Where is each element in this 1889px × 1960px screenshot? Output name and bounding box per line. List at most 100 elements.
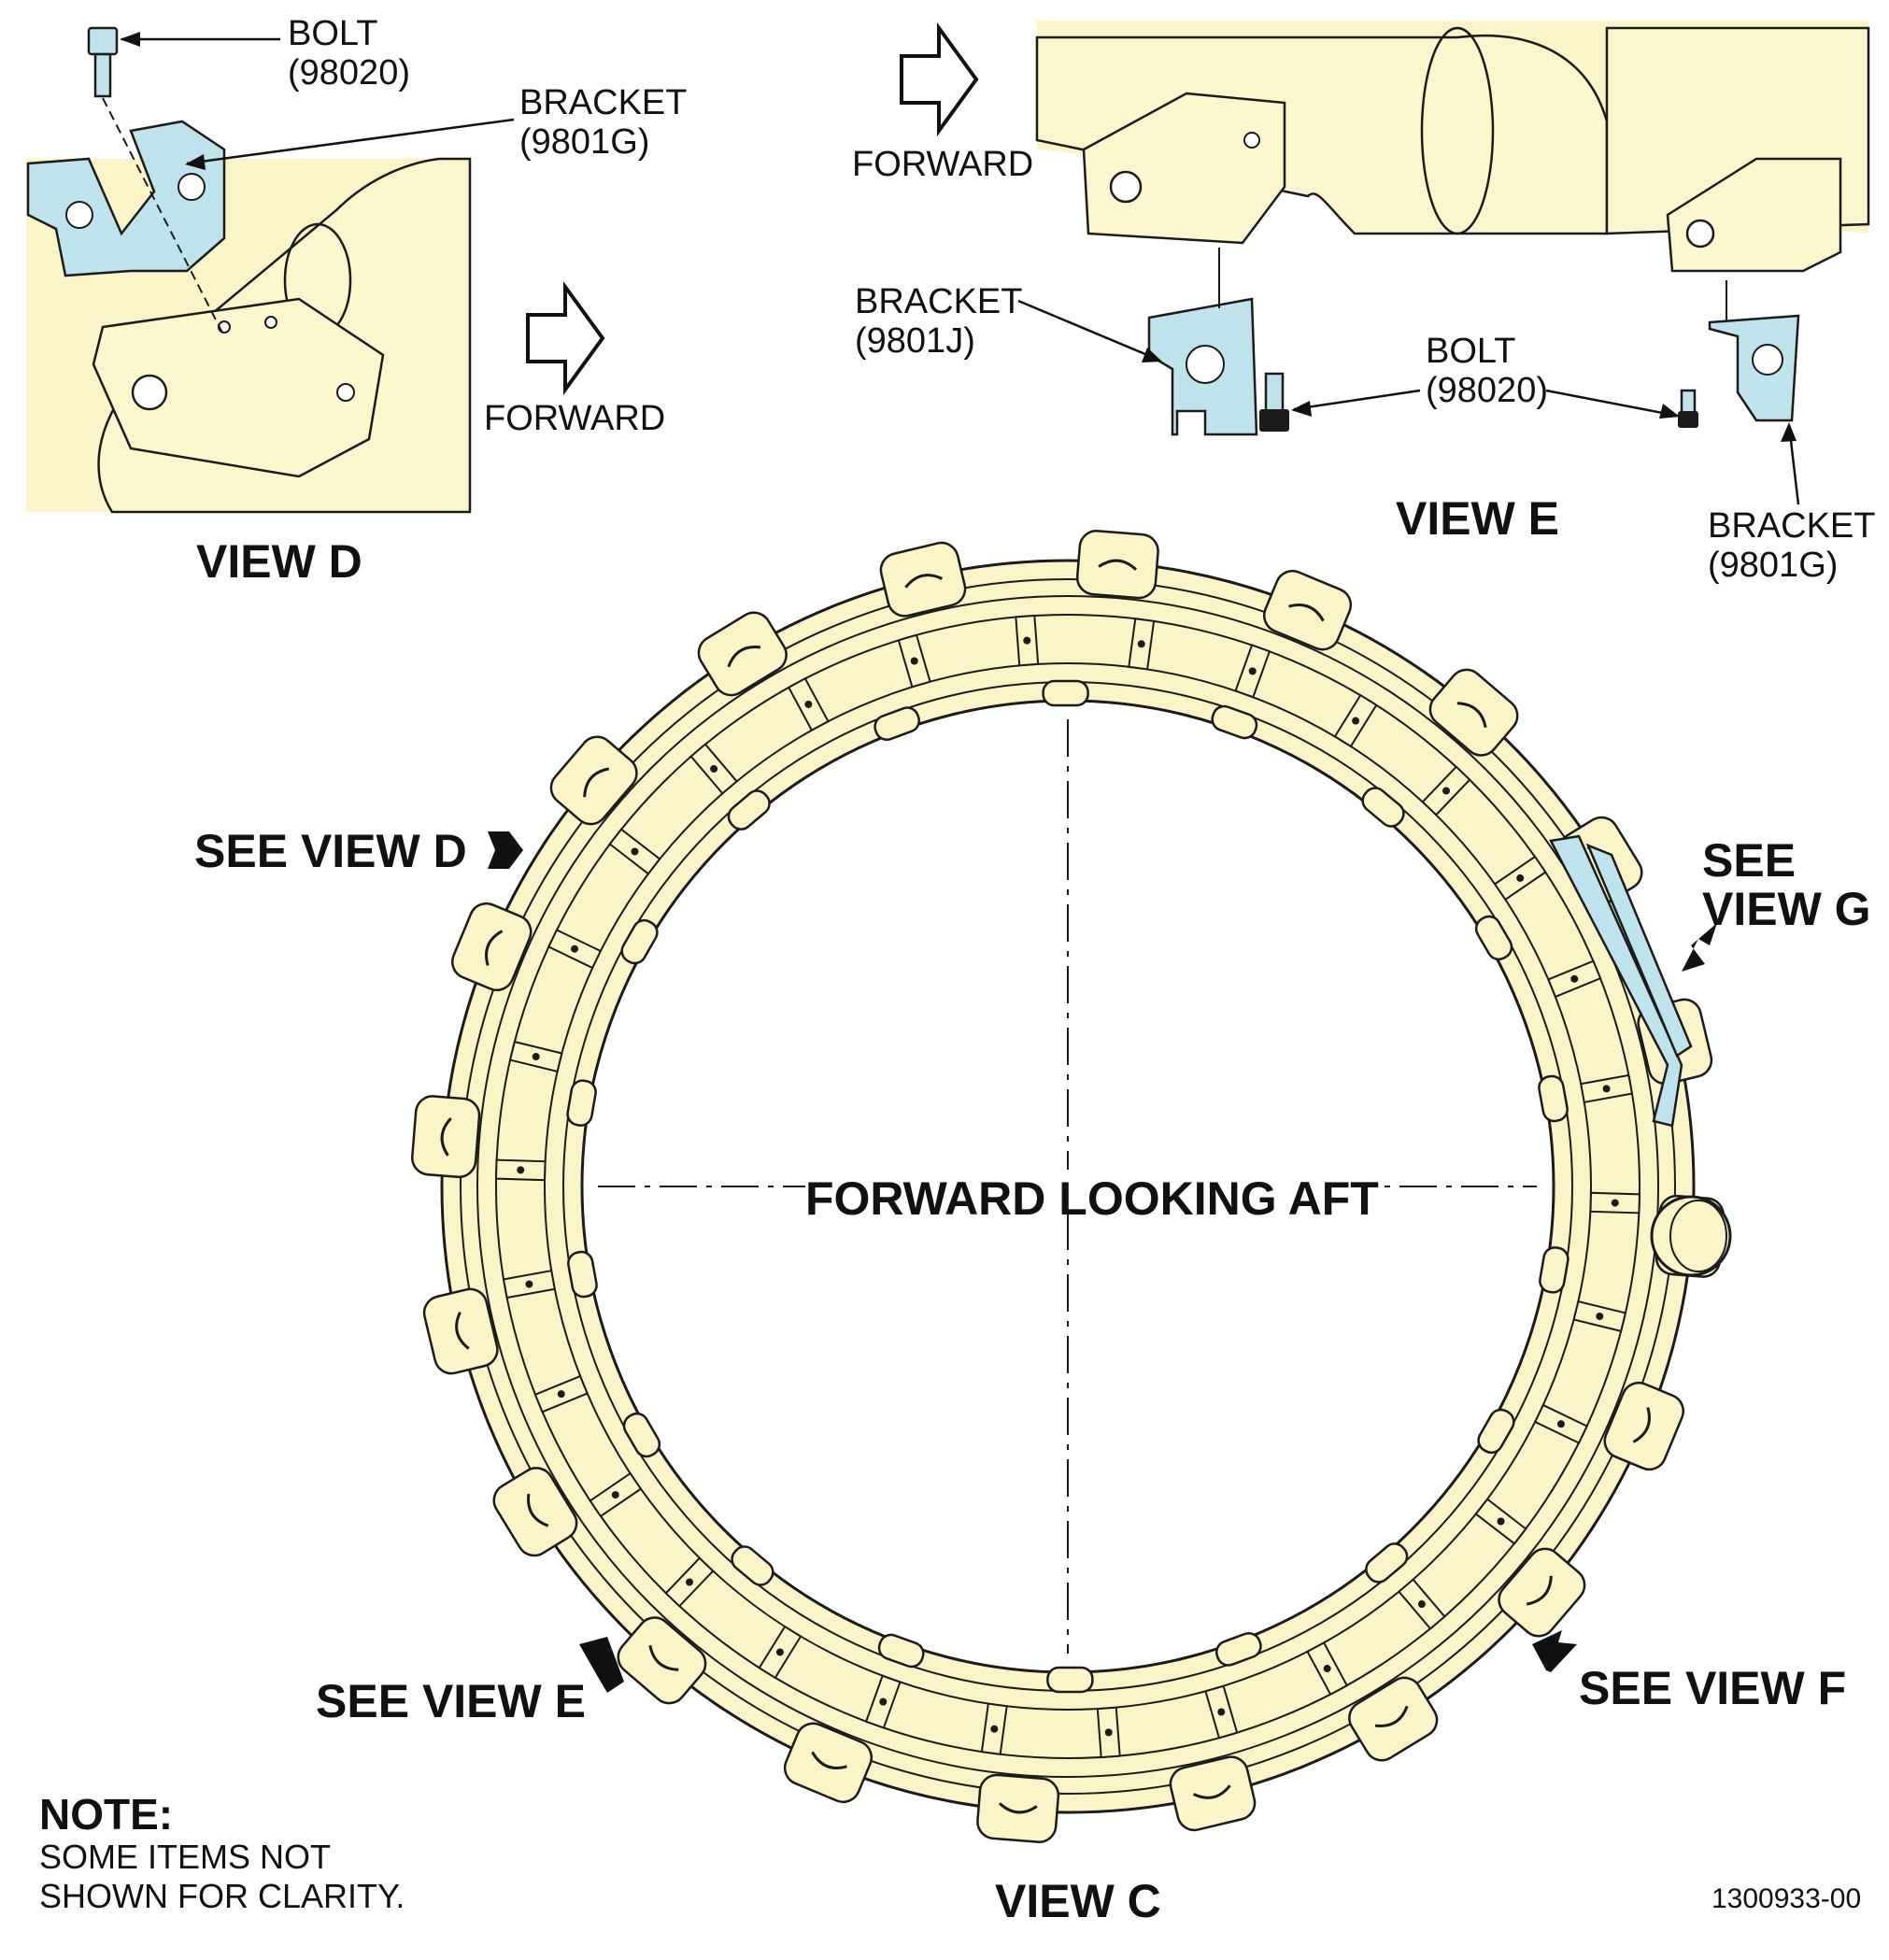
- ring-clamp-slot: [648, 1644, 679, 1671]
- view-e-detail: FORWARD BRACKET (9801J) BOLT (98020) BRA…: [852, 21, 1875, 585]
- ring-inner-loop: [1365, 1542, 1409, 1584]
- ring-clamp-slot: [1526, 1575, 1553, 1606]
- view-e-bolt-part-number: (98020): [1426, 371, 1548, 410]
- ring-bracket-fastener: [1596, 1312, 1604, 1320]
- ring-bracket-fastener: [517, 1166, 525, 1174]
- ring-rib: [495, 614, 1640, 1759]
- view-e-bracket-g-part-number: (9801G): [1708, 546, 1838, 585]
- ring-clamp: [450, 902, 533, 992]
- view-e-bracket-j-leader: [1017, 299, 1159, 362]
- ring-inner-loop: [1361, 787, 1405, 828]
- ring-inner-loop: [1539, 1246, 1569, 1294]
- ring-clamp-slot: [1374, 1705, 1409, 1727]
- ring-clamp-slot: [1192, 1784, 1231, 1799]
- ring-clamp: [879, 541, 967, 618]
- see-view-f-callout: SEE VIEW F: [1579, 1662, 1846, 1714]
- see-view-g-callout-line2: VIEW G: [1702, 883, 1871, 935]
- ring-clamp-slot: [904, 574, 944, 589]
- ring-clamp: [1428, 668, 1519, 757]
- ring-rib: [460, 578, 1676, 1795]
- view-e-fixed-bracket-left: [1082, 92, 1286, 245]
- view-d-forward-label: FORWARD: [484, 399, 665, 438]
- ring-bracket-fastener: [910, 657, 918, 665]
- ring-inner-loop: [1477, 1408, 1515, 1455]
- view-e-bolt-98020-left: [1264, 372, 1285, 413]
- ring-inner-loop: [727, 789, 771, 831]
- view-d-bracket-arrowhead: [185, 154, 206, 170]
- ring-bracket-fastener: [1137, 640, 1145, 648]
- ring-inner-loop: [622, 1412, 661, 1458]
- view-e-bolt-leader-left: [1293, 389, 1421, 411]
- ring-inner-loop: [567, 1250, 598, 1299]
- ring-clamp-slot: [1098, 559, 1138, 571]
- ring-bracket-fastener: [1323, 1665, 1331, 1673]
- view-d-title: VIEW D: [196, 535, 362, 588]
- ring-bracket-fastener: [775, 1648, 784, 1656]
- ring-inner-loop: [1042, 679, 1089, 707]
- ring-clamp: [492, 1467, 578, 1557]
- ring-bracket-fastener: [1611, 1199, 1619, 1207]
- view-e-bracket-j-label: BRACKET: [855, 282, 1022, 321]
- ring-clamp-slot: [455, 1311, 470, 1350]
- ring-clamp-slot: [811, 1751, 847, 1769]
- view-e-forward-arrow-icon: [900, 21, 979, 137]
- ring-inner-loop: [873, 706, 921, 742]
- ring-bracket-fastener: [1417, 1600, 1426, 1609]
- ring-rib: [544, 662, 1592, 1711]
- view-e-bolt-leader-right: [1545, 389, 1678, 418]
- ring-clamp-slot: [527, 1493, 549, 1527]
- see-view-e-arrow-icon: [579, 1637, 624, 1693]
- center-label-backdrop: [805, 1170, 1383, 1214]
- view-d-detail: BOLT (98020) BRACKET (9801G) FORWARD VIE…: [26, 14, 687, 588]
- ring-fitting: [1650, 1195, 1732, 1277]
- ring-clamp-slot: [727, 646, 761, 668]
- view-d-bolt-shank: [93, 52, 112, 98]
- view-e-duct-ring: [1420, 26, 1495, 235]
- view-e-bracket-hole: [1109, 170, 1143, 204]
- ring-clamp: [697, 611, 788, 697]
- see-view-g-callout-line1: SEE: [1702, 834, 1796, 887]
- view-c-title: VIEW C: [995, 1875, 1161, 1927]
- ring-clamp-slot: [1456, 702, 1487, 729]
- ring-clamp: [549, 735, 638, 826]
- ring-clamp-slot: [583, 767, 610, 798]
- view-e-bracket-hole: [1685, 219, 1715, 249]
- center-label: FORWARD LOOKING AFT: [805, 1172, 1379, 1225]
- view-e-bracket-g-arrowhead: [1781, 422, 1797, 442]
- view-e-bracket-9801g: [1708, 314, 1800, 422]
- ring-bracket-fastener: [686, 1578, 694, 1586]
- see-view-d-arrow-icon: [488, 831, 523, 869]
- see-view-g-arrow-icon: [1682, 923, 1717, 972]
- ring-bracket-fastener: [1570, 974, 1579, 983]
- ring-bracket-fastener: [1352, 717, 1360, 725]
- ring-clamp: [1169, 1755, 1257, 1832]
- ring-bracket-fastener: [1442, 787, 1450, 795]
- note-line-2: SHOWN FOR CLARITY.: [39, 1877, 405, 1915]
- ring-inner-loop: [1474, 915, 1513, 961]
- ring-bracket-fastener: [571, 944, 579, 953]
- view-g-tube-assembly: [1585, 843, 1693, 1058]
- ring-inner-loop: [620, 918, 659, 965]
- view-e-bolt-arrowhead-right: [1659, 404, 1680, 419]
- view-d-bolt-98020: [87, 26, 119, 56]
- view-d-bracket-hole: [65, 201, 93, 229]
- ring-bracket-fastener: [1556, 1420, 1565, 1428]
- ring-bracket-fastener: [611, 1491, 619, 1499]
- ring-clamp-slot: [998, 1802, 1038, 1814]
- view-e-title: VIEW E: [1396, 492, 1559, 545]
- view-e-bracket-hole: [1186, 345, 1225, 384]
- view-e-bracket-j-arrowhead: [1142, 348, 1162, 362]
- view-d-bolt-part-number: (98020): [288, 53, 410, 92]
- ring-bracket-fastener: [557, 1390, 565, 1399]
- ring-clamp-slot: [485, 930, 504, 966]
- figure-number: 1300933-00: [1711, 1883, 1861, 1914]
- ring-inner-loop: [1214, 1631, 1262, 1667]
- ring-rib: [476, 595, 1659, 1778]
- note-line-1: SOME ITEMS NOT: [39, 1838, 331, 1876]
- ring-bracket-fastener: [804, 700, 813, 708]
- ring-bracket-fastener: [1602, 1085, 1611, 1093]
- ring-bracket-fastener: [525, 1280, 533, 1288]
- ring-clamp: [783, 1722, 873, 1804]
- ring-clamp-slot: [1288, 604, 1325, 622]
